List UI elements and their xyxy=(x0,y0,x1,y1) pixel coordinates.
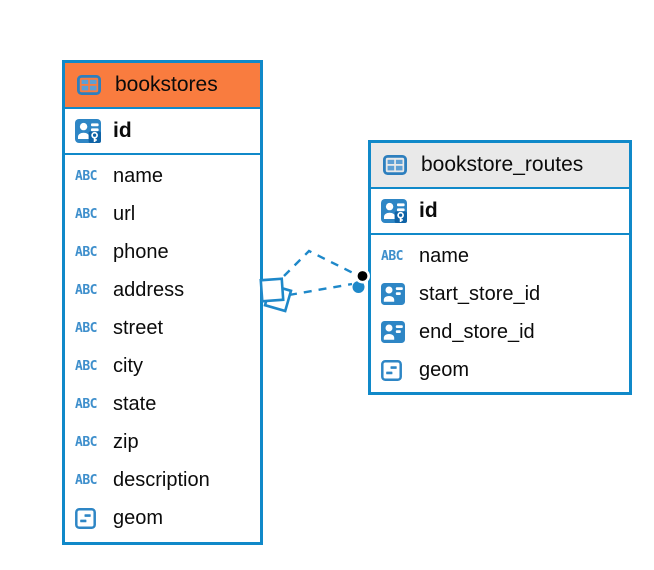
column-row[interactable]: ABC state xyxy=(65,385,260,423)
column-label: geom xyxy=(419,358,470,381)
geometry-icon xyxy=(381,360,409,381)
column-row[interactable]: ABC address xyxy=(65,271,260,309)
relationship-source-marker-stacked-squares[interactable] xyxy=(259,277,293,313)
column-list: ABC name ABC url ABC phone ABC address A… xyxy=(65,155,260,537)
column-row[interactable]: geom xyxy=(65,499,260,537)
primary-key-icon xyxy=(381,199,409,224)
column-row[interactable]: ABC description xyxy=(65,461,260,499)
column-label: url xyxy=(113,202,136,225)
column-label: zip xyxy=(113,430,139,453)
column-label: id xyxy=(419,199,438,222)
table-entity-bookstore-routes[interactable]: bookstore_routes id ABC name start_store… xyxy=(368,140,632,395)
abc-icon: ABC xyxy=(75,358,97,374)
column-label: name xyxy=(113,164,164,187)
primary-key-icon xyxy=(75,119,103,144)
column-label: phone xyxy=(113,240,169,263)
abc-icon: ABC xyxy=(75,396,97,412)
table-icon xyxy=(77,75,105,95)
table-icon xyxy=(383,155,411,175)
column-row[interactable]: ABC url xyxy=(65,195,260,233)
column-label: start_store_id xyxy=(419,282,541,305)
column-label: geom xyxy=(113,506,164,529)
table-title: bookstores xyxy=(115,73,218,96)
column-row[interactable]: ABC zip xyxy=(65,423,260,461)
column-row[interactable]: ABC name xyxy=(371,237,629,275)
abc-icon: ABC xyxy=(75,434,97,450)
column-label: id xyxy=(113,119,132,142)
table-title: bookstore_routes xyxy=(421,153,584,176)
table-entity-bookstores[interactable]: bookstores id ABC name ABC url ABC phone… xyxy=(62,60,263,545)
abc-icon: ABC xyxy=(75,320,97,336)
relationship-link-lower[interactable] xyxy=(288,282,353,297)
column-label: address xyxy=(113,278,185,301)
column-row[interactable]: ABC phone xyxy=(65,233,260,271)
geometry-icon xyxy=(75,508,103,529)
reference-icon xyxy=(381,321,409,343)
column-row[interactable]: start_store_id xyxy=(371,275,629,313)
column-label: street xyxy=(113,316,164,339)
column-label: end_store_id xyxy=(419,320,535,343)
relationship-link-upper[interactable] xyxy=(283,249,354,277)
abc-icon: ABC xyxy=(75,282,97,298)
column-row[interactable]: ABC street xyxy=(65,309,260,347)
reference-icon xyxy=(381,283,409,305)
column-row[interactable]: ABC city xyxy=(65,347,260,385)
abc-icon: ABC xyxy=(75,244,97,260)
column-row[interactable]: geom xyxy=(371,351,629,389)
column-row-pk[interactable]: id xyxy=(65,109,260,155)
table-header-bookstore-routes[interactable]: bookstore_routes xyxy=(371,143,629,189)
column-label: city xyxy=(113,354,143,377)
column-label: description xyxy=(113,468,210,491)
column-row[interactable]: ABC name xyxy=(65,157,260,195)
table-header-bookstores[interactable]: bookstores xyxy=(65,63,260,109)
relationship-target-marker-black-dot[interactable] xyxy=(352,268,370,293)
column-row-pk[interactable]: id xyxy=(371,189,629,235)
column-label: state xyxy=(113,392,157,415)
column-list: ABC name start_store_id end_store_id ge xyxy=(371,235,629,389)
abc-icon: ABC xyxy=(381,248,403,264)
abc-icon: ABC xyxy=(75,206,97,222)
abc-icon: ABC xyxy=(75,168,97,184)
column-row[interactable]: end_store_id xyxy=(371,313,629,351)
abc-icon: ABC xyxy=(75,472,97,488)
column-label: name xyxy=(419,244,470,267)
